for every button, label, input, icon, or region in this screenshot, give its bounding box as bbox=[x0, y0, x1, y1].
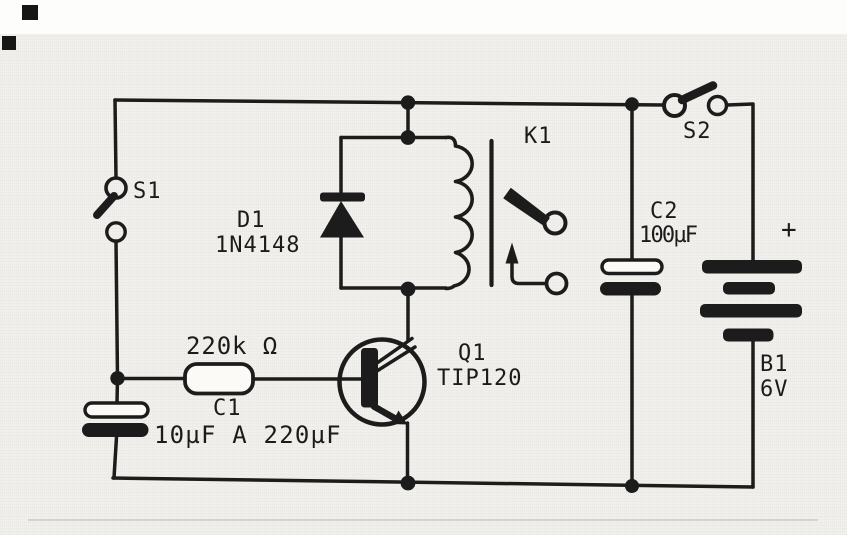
label-b1-value: 6V bbox=[760, 377, 789, 402]
label-battery-polarity: + bbox=[781, 215, 798, 245]
junction-dots bbox=[110, 95, 639, 493]
wire-relay-branch bbox=[339, 100, 448, 485]
label-b1: B1 bbox=[760, 352, 789, 377]
transistor-collector-line bbox=[375, 336, 414, 365]
label-q1: Q1 bbox=[458, 341, 487, 366]
battery-plate-short bbox=[723, 328, 774, 342]
transistor-emitter-arrow bbox=[391, 410, 408, 425]
diode-d1 bbox=[320, 192, 365, 238]
capacitor-c2 bbox=[600, 258, 664, 296]
label-s1: S1 bbox=[133, 179, 162, 204]
diode-cathode-bar bbox=[320, 192, 365, 202]
label-c1-value: 10µF A 220µF bbox=[154, 421, 342, 449]
battery-b1 bbox=[700, 260, 802, 342]
wire-base-resistor bbox=[115, 376, 363, 381]
resistor-r1 bbox=[183, 362, 255, 396]
relay-arrow-head bbox=[505, 242, 519, 264]
switch-s1 bbox=[93, 176, 128, 243]
relay-arrow-wire bbox=[510, 257, 547, 286]
relay-contact-no bbox=[542, 210, 568, 236]
wire-top-rail bbox=[113, 98, 755, 262]
relay-armature bbox=[503, 187, 550, 227]
transistor-circle bbox=[337, 337, 427, 427]
capacitor-plate-positive bbox=[83, 401, 150, 419]
transistor-q1 bbox=[337, 336, 427, 427]
scan-white-margin bbox=[0, 0, 847, 34]
scan-artifact-mark bbox=[22, 5, 38, 20]
switch-lever bbox=[93, 192, 118, 219]
battery-plate-long bbox=[702, 260, 802, 274]
label-k1: K1 bbox=[524, 124, 553, 149]
label-r1-value: 220k Ω bbox=[186, 332, 279, 360]
label-c2: C2 bbox=[650, 199, 679, 224]
label-c2-value: 100µF bbox=[639, 223, 698, 248]
relay-contact-terminal bbox=[544, 271, 569, 296]
transistor-emitter-line bbox=[370, 403, 400, 423]
switch-s2 bbox=[662, 81, 729, 118]
capacitor-plate-negative bbox=[600, 282, 661, 296]
battery-plate-long bbox=[700, 304, 802, 318]
battery-plate-short bbox=[723, 282, 775, 295]
capacitor-plate-positive bbox=[600, 258, 664, 276]
label-c1: C1 bbox=[213, 396, 242, 421]
resistor-body bbox=[183, 362, 255, 396]
transistor-collector-line bbox=[375, 345, 417, 373]
label-d1-part: 1N4148 bbox=[215, 233, 301, 258]
switch-lever bbox=[677, 81, 718, 105]
label-d1: D1 bbox=[237, 208, 266, 233]
wire-bottom-rail bbox=[111, 339, 755, 489]
relay-coil bbox=[444, 135, 474, 291]
diode-anode-triangle bbox=[320, 201, 364, 238]
capacitor-c1 bbox=[82, 401, 150, 437]
scan-artifact-mark bbox=[2, 36, 16, 50]
relay-k1 bbox=[444, 135, 569, 296]
wire-left-rail bbox=[112, 98, 120, 480]
transistor-base-bar bbox=[361, 348, 378, 408]
capacitor-plate-negative bbox=[82, 423, 149, 437]
label-s2: S2 bbox=[683, 119, 712, 144]
label-q1-part: TIP120 bbox=[437, 366, 523, 391]
page-edge-shadow bbox=[28, 519, 818, 521]
